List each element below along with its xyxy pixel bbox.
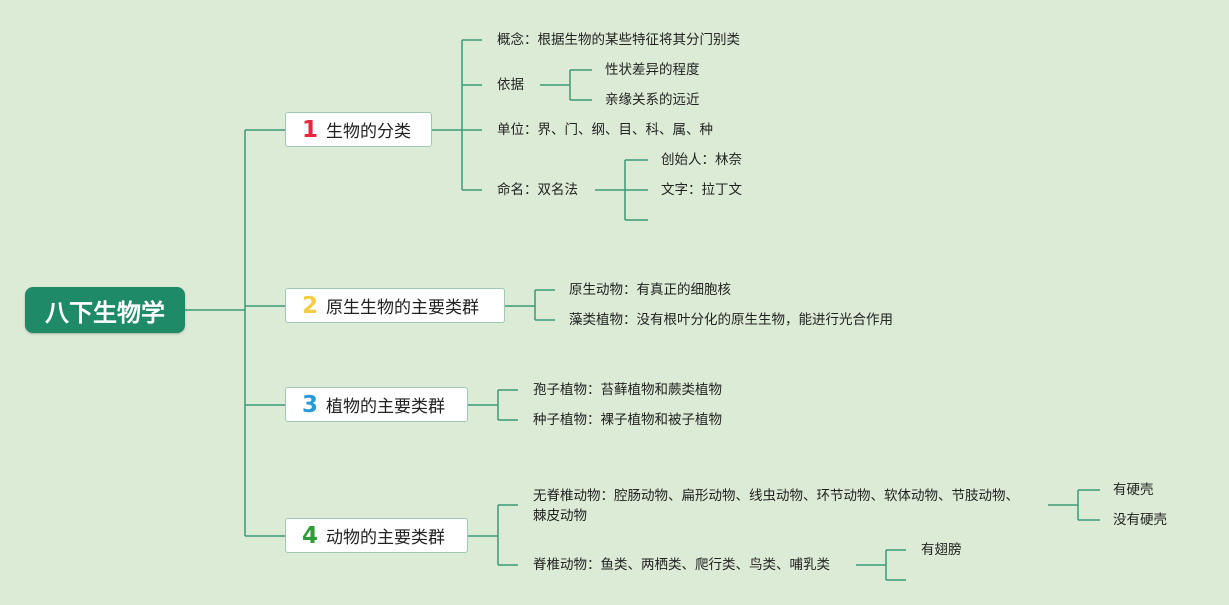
- leaf-node[interactable]: 有翅膀: [921, 542, 962, 558]
- leaf-node[interactable]: 没有硬壳: [1113, 512, 1167, 528]
- leaf-node[interactable]: 命名：双名法: [497, 182, 578, 198]
- branch-node-4[interactable]: 4 动物的主要类群: [285, 518, 468, 553]
- branch-title: 生物的分类: [326, 122, 411, 142]
- root-node[interactable]: 八下生物学: [25, 287, 185, 333]
- branch-title: 动物的主要类群: [326, 528, 445, 548]
- number-badge: 2: [302, 292, 319, 319]
- leaf-node[interactable]: 种子植物：裸子植物和被子植物: [533, 412, 722, 428]
- leaf-node[interactable]: 藻类植物：没有根叶分化的原生生物，能进行光合作用: [569, 312, 893, 328]
- leaf-node[interactable]: 概念：根据生物的某些特征将其分门别类: [497, 32, 740, 48]
- leaf-node[interactable]: 文字：拉丁文: [661, 182, 742, 198]
- branch-title: 原生生物的主要类群: [326, 298, 479, 318]
- leaf-node[interactable]: 亲缘关系的远近: [605, 92, 700, 108]
- branch-node-1[interactable]: 1 生物的分类: [285, 112, 432, 147]
- leaf-node[interactable]: 单位：界、门、纲、目、科、属、种: [497, 122, 713, 138]
- number-badge: 1: [302, 116, 319, 143]
- leaf-node[interactable]: 性状差异的程度: [605, 62, 700, 78]
- branch-node-3[interactable]: 3 植物的主要类群: [285, 387, 468, 422]
- branch-title: 植物的主要类群: [326, 397, 445, 417]
- leaf-node[interactable]: 孢子植物：苔藓植物和蕨类植物: [533, 382, 722, 398]
- number-badge: 3: [302, 391, 319, 418]
- leaf-node[interactable]: 创始人：林奈: [661, 152, 742, 168]
- number-badge: 4: [302, 522, 319, 549]
- leaf-node[interactable]: 脊椎动物：鱼类、两栖类、爬行类、鸟类、哺乳类: [533, 557, 830, 573]
- leaf-node[interactable]: 依据: [497, 77, 524, 93]
- leaf-node[interactable]: 无脊椎动物：腔肠动物、扁形动物、线虫动物、环节动物、软体动物、节肢动物、棘皮动物: [533, 488, 1019, 524]
- leaf-node[interactable]: 有硬壳: [1113, 482, 1154, 498]
- branch-node-2[interactable]: 2 原生生物的主要类群: [285, 288, 505, 323]
- leaf-node[interactable]: 原生动物：有真正的细胞核: [569, 282, 731, 298]
